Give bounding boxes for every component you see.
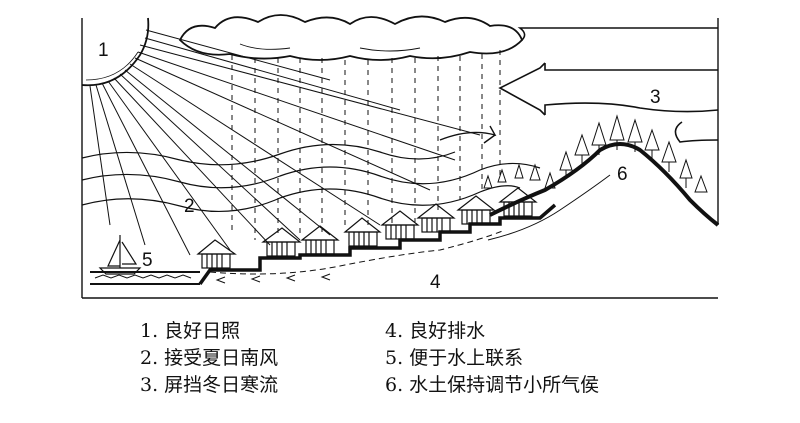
tree-cluster (483, 114, 708, 193)
settlement-environment-diagram: 1 2 3 4 5 6 (81, 14, 720, 299)
diagram-frame (81, 18, 719, 299)
rain-lines (231, 50, 501, 240)
marker-1: 1 (98, 40, 109, 61)
legend-item-2: 2. 接受夏日南风 (140, 347, 279, 369)
house (498, 187, 538, 217)
legend-item-4: 4. 良好排水 (385, 320, 486, 342)
house (456, 195, 496, 225)
hill (487, 142, 720, 241)
marker-6: 6 (617, 164, 628, 185)
legend-item-6: 6. 水土保持调节小所气侯 (385, 374, 600, 396)
cloud-icon (178, 14, 524, 61)
marker-4: 4 (430, 272, 441, 293)
legend-item-1: 1. 良好日照 (140, 320, 241, 342)
boat-icon (98, 235, 142, 275)
marker-2: 2 (184, 196, 195, 217)
house (300, 225, 340, 255)
legend-item-5: 5. 便于水上联系 (385, 347, 524, 369)
legend-right-column: 4. 良好排水 5. 便于水上联系 6. 水土保持调节小所气侯 (385, 318, 599, 399)
winter-wind-arrow (498, 27, 719, 143)
terrace-terrain (198, 203, 557, 286)
house (343, 217, 382, 247)
summer-wind-waves (81, 143, 541, 213)
house (196, 239, 237, 269)
marker-5: 5 (142, 250, 153, 271)
house (416, 203, 456, 233)
legend-item-3: 3. 屏挡冬日寒流 (140, 374, 279, 396)
house (261, 227, 302, 257)
houses (196, 187, 538, 269)
water (90, 271, 200, 285)
marker-3: 3 (650, 87, 661, 108)
summer-wind-arrow (439, 125, 497, 144)
drainage-arrows (215, 273, 331, 284)
house (380, 210, 420, 240)
legend-left-column: 1. 良好日照 2. 接受夏日南风 3. 屏挡冬日寒流 (140, 318, 278, 399)
